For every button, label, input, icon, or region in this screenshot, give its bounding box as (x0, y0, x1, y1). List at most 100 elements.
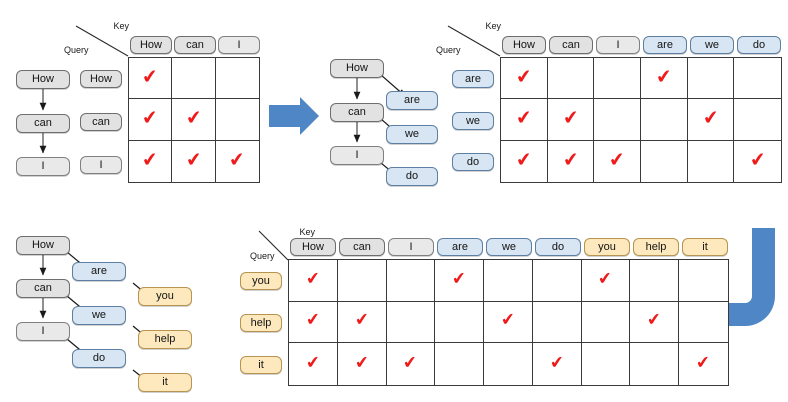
panel3-cell-r0-c7[interactable] (630, 260, 680, 302)
panel1-cell-r2-c0[interactable]: ✔ (129, 140, 173, 182)
panel3-cell-r0-c1[interactable] (337, 260, 387, 302)
panel2-cell-r0-c3[interactable]: ✔ (641, 58, 688, 100)
panel2-tree-b-1[interactable]: we (386, 125, 438, 144)
panel1-cell-r1-c2[interactable] (215, 99, 259, 141)
panel2-cell-r0-c0[interactable]: ✔ (501, 58, 548, 100)
panel1-cell-r0-c1[interactable] (172, 58, 216, 100)
panel3-col-header-2[interactable]: I (388, 238, 434, 256)
panel2-cell-r2-c2[interactable]: ✔ (594, 140, 641, 182)
panel3-cell-r2-c1[interactable]: ✔ (338, 343, 387, 385)
panel3-cell-r0-c6[interactable]: ✔ (581, 260, 631, 302)
panel2-cell-r0-c5[interactable] (734, 58, 781, 100)
panel3-cell-r1-c8[interactable] (679, 302, 728, 344)
panel3-cell-r2-c3[interactable] (435, 343, 485, 385)
panel3-cell-r0-c0[interactable]: ✔ (289, 260, 338, 302)
panel3-cell-r1-c3[interactable] (435, 301, 485, 344)
panel3-cell-r0-c2[interactable] (386, 260, 436, 302)
panel3-cell-r2-c6[interactable] (582, 343, 631, 385)
panel3-col-header-0[interactable]: How (290, 238, 336, 256)
panel2-cell-r0-c1[interactable] (547, 58, 595, 100)
panel2-row-label-1[interactable]: we (452, 112, 494, 130)
panel2-tree-a-0[interactable]: How (330, 59, 384, 78)
panel2-col-header-1[interactable]: can (549, 36, 593, 54)
panel2-cell-r2-c1[interactable]: ✔ (548, 140, 595, 182)
panel3-tree-b-1[interactable]: we (72, 306, 126, 325)
panel3-tree-a-0[interactable]: How (16, 236, 70, 255)
panel3-tree-c-0[interactable]: you (138, 287, 192, 306)
panel1-cell-r1-c1[interactable]: ✔ (172, 99, 216, 141)
panel2-col-header-3[interactable]: are (643, 36, 687, 54)
panel3-cell-r1-c1[interactable]: ✔ (337, 301, 387, 344)
panel1-cell-r2-c1[interactable]: ✔ (172, 140, 216, 182)
panel3-cell-r2-c8[interactable]: ✔ (679, 343, 728, 385)
panel1-cell-r0-c2[interactable] (215, 58, 259, 100)
panel3-cell-r1-c5[interactable] (532, 301, 582, 344)
panel1-attention-matrix[interactable]: ✔✔✔✔✔✔ (128, 57, 260, 183)
panel2-cell-r2-c5[interactable]: ✔ (734, 141, 781, 182)
panel3-cell-r0-c4[interactable] (484, 260, 533, 302)
panel2-cell-r2-c3[interactable] (641, 140, 688, 182)
panel1-col-header-2[interactable]: I (218, 36, 260, 54)
panel2-cell-r0-c4[interactable] (687, 58, 735, 100)
panel3-cell-r2-c7[interactable] (630, 343, 680, 385)
panel3-cell-r1-c7[interactable]: ✔ (630, 301, 680, 344)
panel2-tree-b-0[interactable]: are (386, 91, 438, 110)
panel2-cell-r0-c2[interactable] (594, 58, 641, 100)
panel3-col-header-7[interactable]: help (633, 238, 679, 256)
panel3-col-header-5[interactable]: do (535, 238, 581, 256)
panel2-cell-r1-c1[interactable]: ✔ (547, 99, 595, 141)
panel2-tree-a-1[interactable]: can (330, 103, 384, 122)
panel2-cell-r1-c0[interactable]: ✔ (501, 99, 548, 141)
panel3-cell-r2-c0[interactable]: ✔ (289, 343, 338, 385)
panel2-cell-r1-c2[interactable] (594, 99, 641, 141)
panel3-col-header-8[interactable]: it (682, 238, 728, 256)
panel2-attention-matrix[interactable]: ✔✔✔✔✔✔✔✔✔ (500, 57, 782, 183)
panel3-cell-r2-c4[interactable] (484, 343, 533, 385)
panel2-cell-r1-c5[interactable] (734, 99, 781, 141)
panel3-col-header-1[interactable]: can (339, 238, 385, 256)
panel1-cell-r0-c0[interactable]: ✔ (129, 58, 173, 100)
panel3-cell-r0-c5[interactable] (532, 260, 582, 302)
panel1-chain-token-1[interactable]: can (16, 114, 70, 133)
panel3-cell-r0-c3[interactable]: ✔ (435, 260, 485, 302)
panel3-tree-a-1[interactable]: can (16, 279, 70, 298)
panel3-cell-r1-c4[interactable]: ✔ (484, 301, 533, 344)
panel3-cell-r1-c6[interactable] (581, 301, 631, 344)
panel1-row-label-2[interactable]: I (80, 156, 122, 174)
panel3-attention-matrix[interactable]: ✔✔✔✔✔✔✔✔✔✔✔✔ (288, 259, 729, 386)
panel2-col-header-2[interactable]: I (596, 36, 640, 54)
panel2-cell-r2-c4[interactable] (688, 140, 735, 182)
panel1-col-header-0[interactable]: How (130, 36, 172, 54)
panel3-col-header-4[interactable]: we (486, 238, 532, 256)
panel3-cell-r2-c2[interactable]: ✔ (387, 343, 436, 385)
panel2-col-header-0[interactable]: How (502, 36, 546, 54)
panel2-cell-r2-c0[interactable]: ✔ (501, 140, 548, 182)
panel2-tree-b-2[interactable]: do (386, 167, 438, 186)
panel3-tree-b-0[interactable]: are (72, 262, 126, 281)
panel3-tree-b-2[interactable]: do (72, 349, 126, 368)
panel3-tree-c-1[interactable]: help (138, 330, 192, 349)
panel3-cell-r0-c8[interactable] (679, 260, 728, 302)
panel3-tree-a-2[interactable]: I (16, 322, 70, 341)
panel2-cell-r1-c4[interactable]: ✔ (687, 99, 735, 141)
panel1-col-header-1[interactable]: can (174, 36, 216, 54)
panel3-cell-r2-c5[interactable]: ✔ (533, 343, 582, 385)
panel2-tree-a-2[interactable]: I (330, 146, 384, 165)
panel1-chain-token-0[interactable]: How (16, 70, 70, 89)
panel3-row-label-1[interactable]: help (240, 314, 282, 332)
panel3-tree-c-2[interactable]: it (138, 373, 192, 392)
panel3-row-label-0[interactable]: you (240, 272, 282, 290)
panel1-cell-r1-c0[interactable]: ✔ (129, 99, 173, 141)
panel3-col-header-3[interactable]: are (437, 238, 483, 256)
panel3-row-label-2[interactable]: it (240, 356, 282, 374)
panel2-row-label-0[interactable]: are (452, 70, 494, 88)
panel2-row-label-2[interactable]: do (452, 153, 494, 171)
panel2-col-header-5[interactable]: do (737, 36, 781, 54)
panel2-cell-r1-c3[interactable] (641, 99, 688, 141)
panel3-cell-r1-c0[interactable]: ✔ (289, 301, 338, 344)
panel3-col-header-6[interactable]: you (584, 238, 630, 256)
panel3-cell-r1-c2[interactable] (386, 301, 436, 344)
panel1-chain-token-2[interactable]: I (16, 157, 70, 176)
panel1-cell-r2-c2[interactable]: ✔ (216, 141, 259, 182)
panel2-col-header-4[interactable]: we (690, 36, 734, 54)
